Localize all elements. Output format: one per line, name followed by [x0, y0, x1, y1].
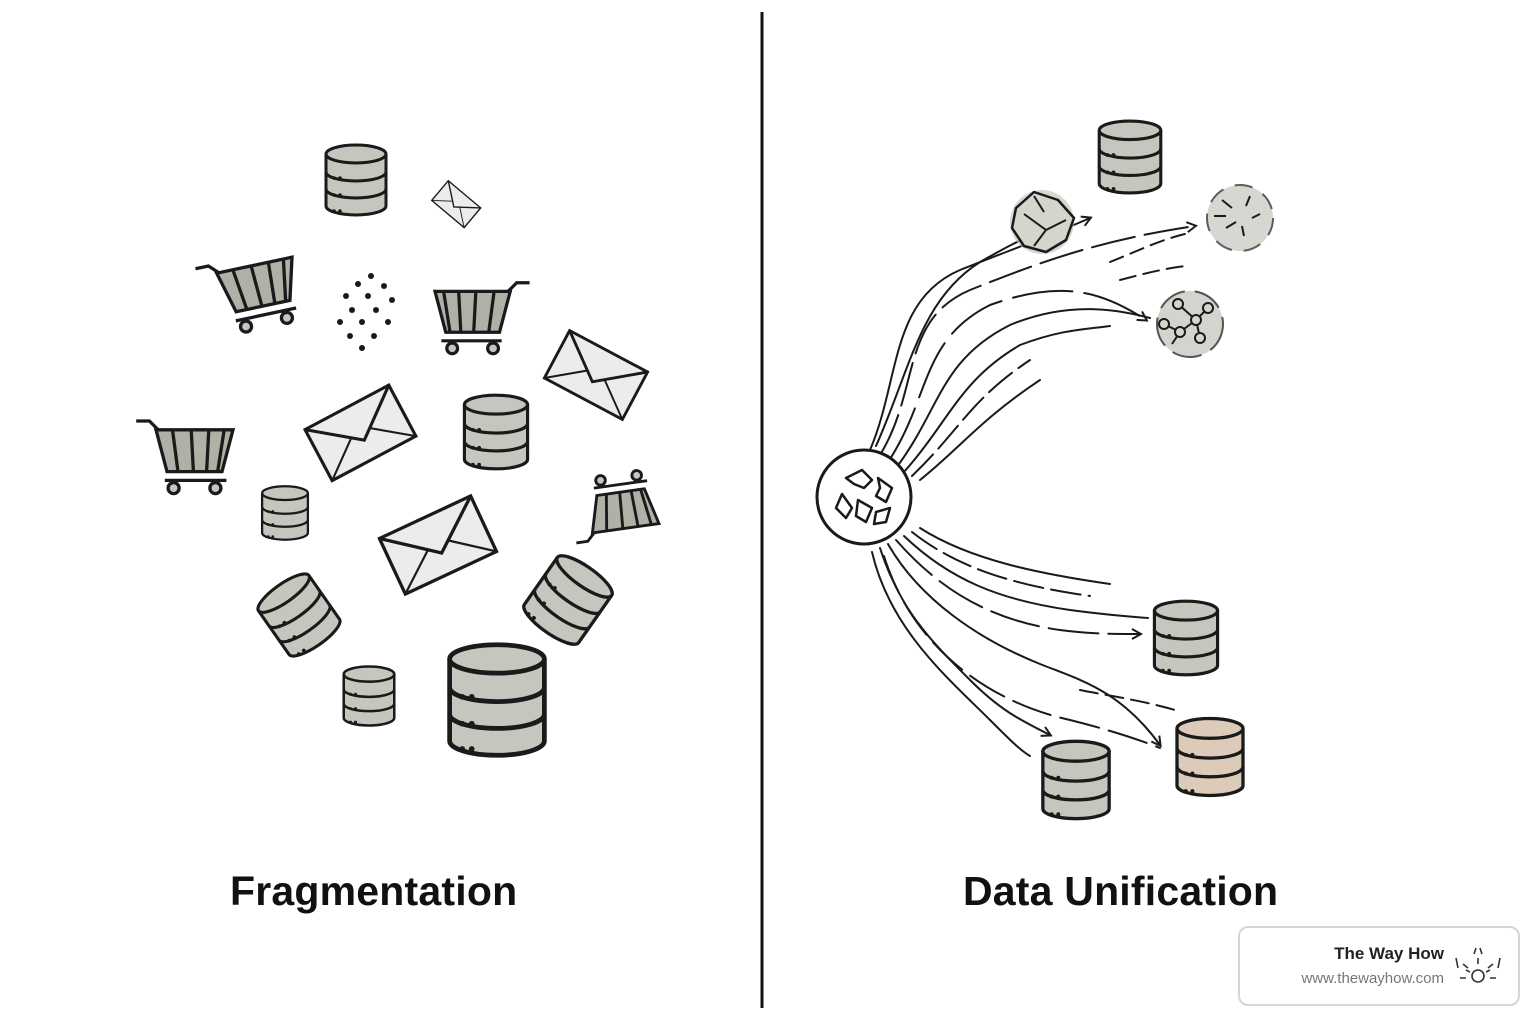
watermark-title: The Way How [1334, 944, 1444, 963]
crumpled-data-icon [1010, 190, 1076, 254]
shopping-cart-icon [134, 419, 235, 496]
database-icon [260, 485, 310, 541]
envelope-icon [542, 329, 650, 421]
shopping-cart-icon [566, 466, 662, 545]
envelope-icon [303, 383, 418, 483]
shopping-cart-icon [433, 281, 532, 356]
database-icon [1097, 119, 1163, 195]
database-icon [516, 547, 620, 653]
shopping-cart-icon [193, 246, 307, 342]
database-icon [1175, 716, 1245, 798]
database-icon [251, 566, 347, 664]
network-icon [1156, 290, 1224, 358]
lightbulb-logo-icon [1455, 947, 1501, 983]
database-icon [1041, 739, 1111, 821]
scatter-dots-icon [337, 273, 395, 351]
unification-illustration [869, 218, 1195, 757]
fragmentation-illustration [134, 143, 662, 756]
envelope-icon [377, 494, 499, 596]
database-icon [450, 645, 545, 756]
fragmentation-caption: Fragmentation [230, 868, 518, 914]
crumpled-data-icon [1206, 184, 1274, 252]
recycle-hub-icon [815, 448, 913, 546]
database-icon [462, 393, 530, 471]
envelope-icon [431, 179, 482, 229]
database-icon [342, 665, 396, 727]
watermark-url[interactable]: www.thewayhow.com [1301, 970, 1444, 987]
data-unification-caption: Data Unification [963, 868, 1279, 914]
database-icon [1152, 599, 1220, 677]
watermark-badge[interactable]: The Way How www.thewayhow.com [1238, 926, 1520, 1006]
database-icon [324, 143, 388, 217]
